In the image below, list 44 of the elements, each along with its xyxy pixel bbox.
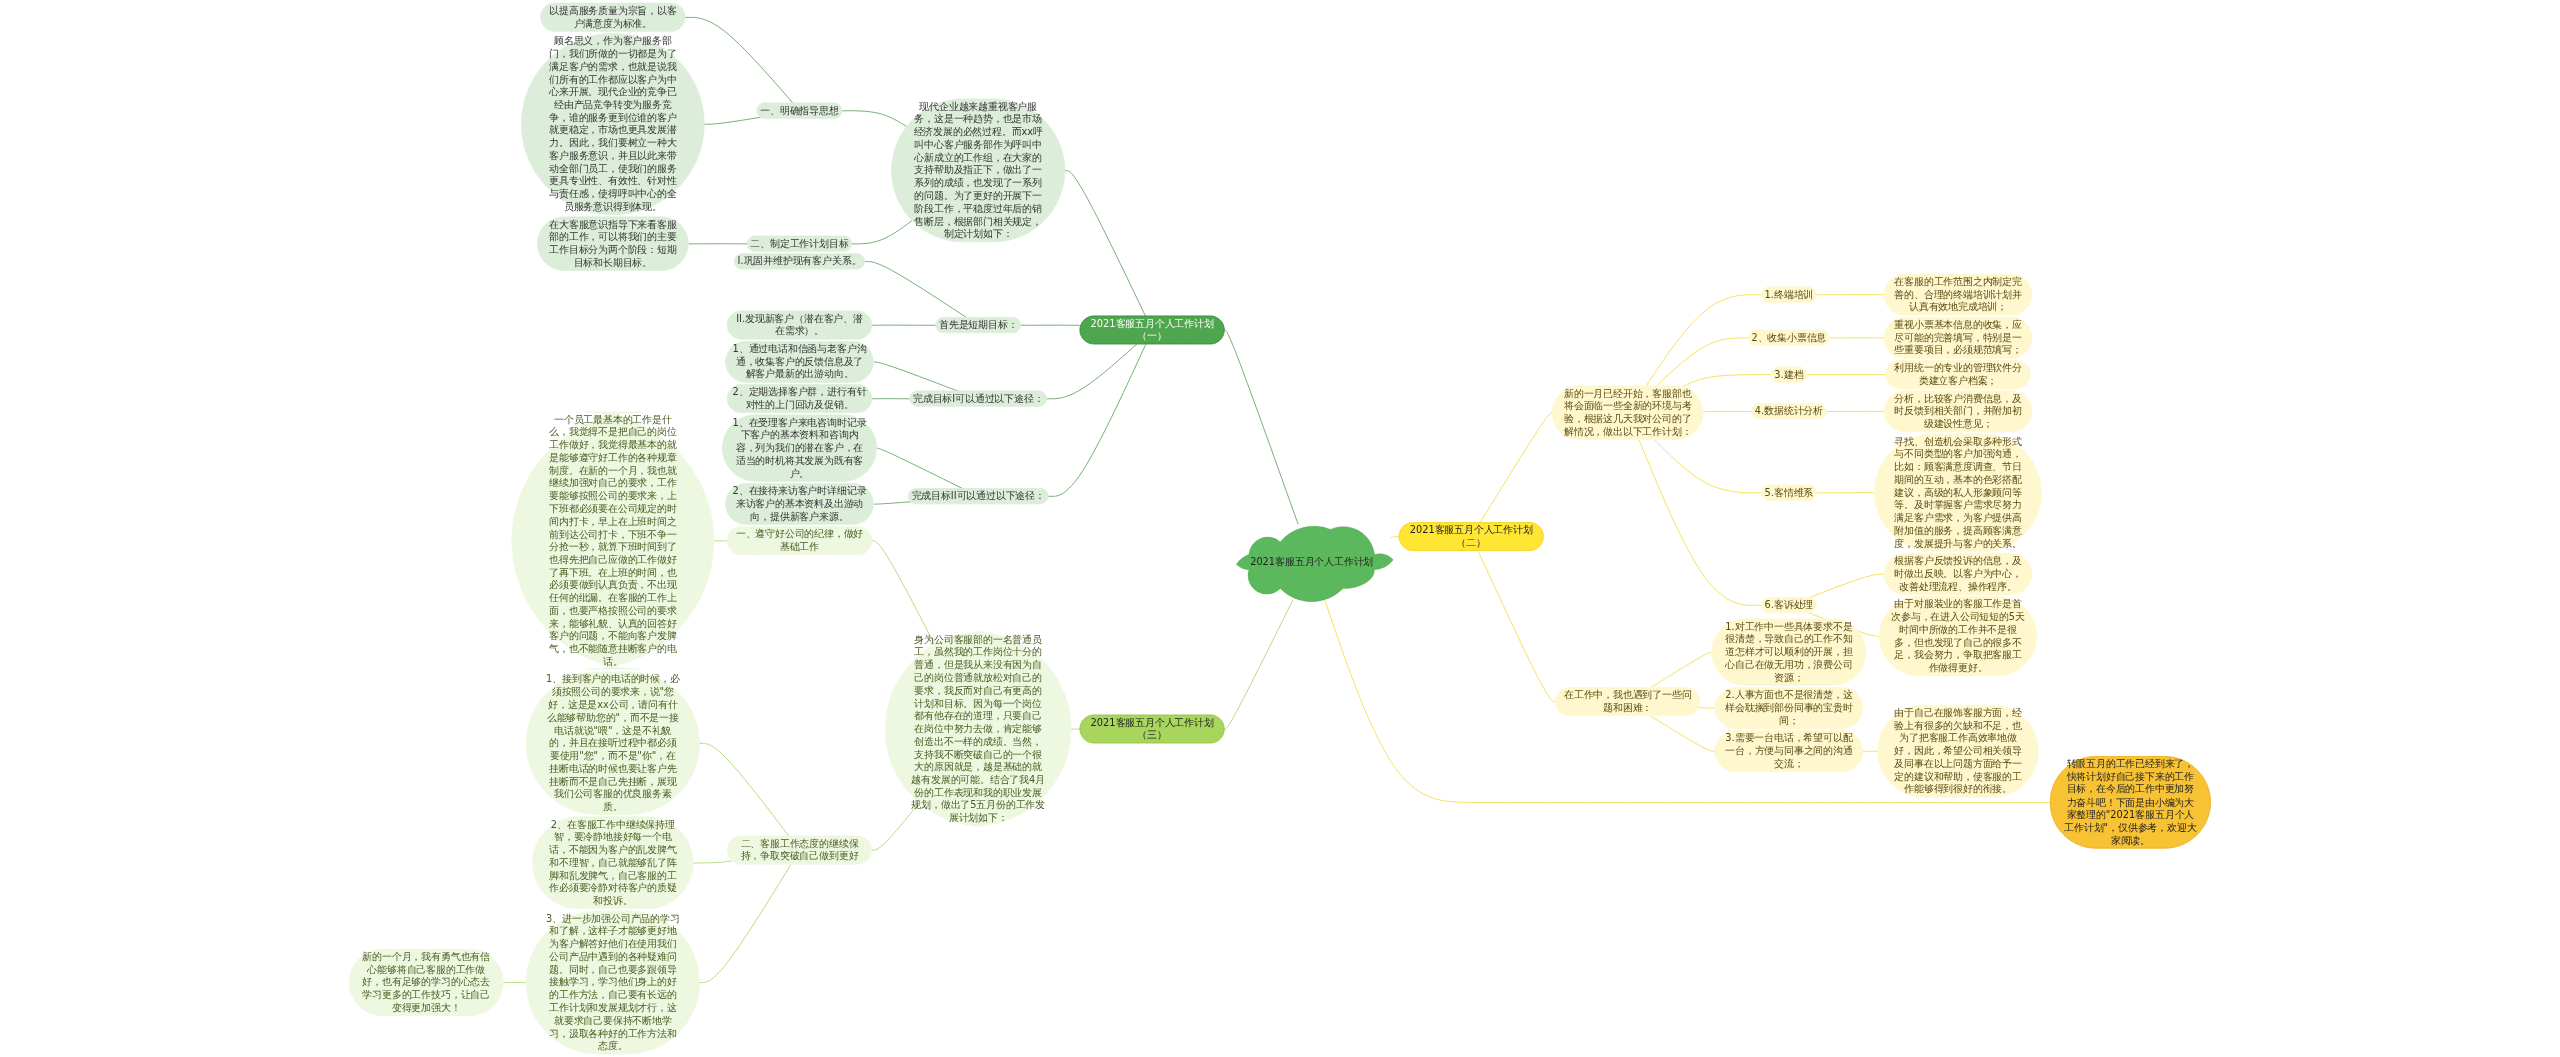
connector: [1638, 439, 1763, 606]
connector: [1816, 492, 1876, 494]
connector: [1806, 374, 1887, 376]
connector: [876, 447, 964, 490]
connector: [1650, 651, 1713, 689]
connector: [1020, 324, 1082, 327]
connector: [851, 220, 913, 245]
connector: [864, 261, 968, 319]
connector: [684, 17, 794, 104]
connector: [1826, 410, 1886, 412]
connector: [704, 116, 762, 125]
connector: [503, 982, 528, 983]
connector: [873, 361, 959, 392]
connector: [871, 324, 937, 326]
connector: [1645, 294, 1763, 387]
connector: [1702, 410, 1753, 412]
connector: [1654, 439, 1763, 494]
connector: [1064, 170, 1147, 317]
connector: [699, 863, 792, 983]
connector: [713, 540, 729, 542]
connector: [871, 398, 911, 400]
connector: [692, 860, 733, 864]
connector: [1682, 374, 1772, 388]
connector: [873, 501, 912, 505]
connector: [688, 243, 749, 245]
connector: [1656, 337, 1750, 387]
connector: [1047, 343, 1147, 497]
connector: [1477, 550, 1557, 703]
connector: [1479, 412, 1554, 524]
connector: [871, 540, 936, 646]
connector: [1808, 573, 1886, 599]
connector: [1046, 343, 1138, 400]
connector: [1650, 715, 1716, 752]
connector: [1816, 294, 1886, 296]
connector: [1829, 337, 1886, 339]
connector: [1224, 329, 1299, 525]
connector: [1070, 728, 1081, 730]
connector: [1324, 599, 2052, 803]
connector: [1224, 599, 1294, 730]
connector: [1862, 750, 1879, 752]
connector: [1389, 536, 1400, 539]
connector: [699, 742, 790, 837]
connector: [841, 110, 908, 128]
connector: [1698, 707, 1716, 709]
